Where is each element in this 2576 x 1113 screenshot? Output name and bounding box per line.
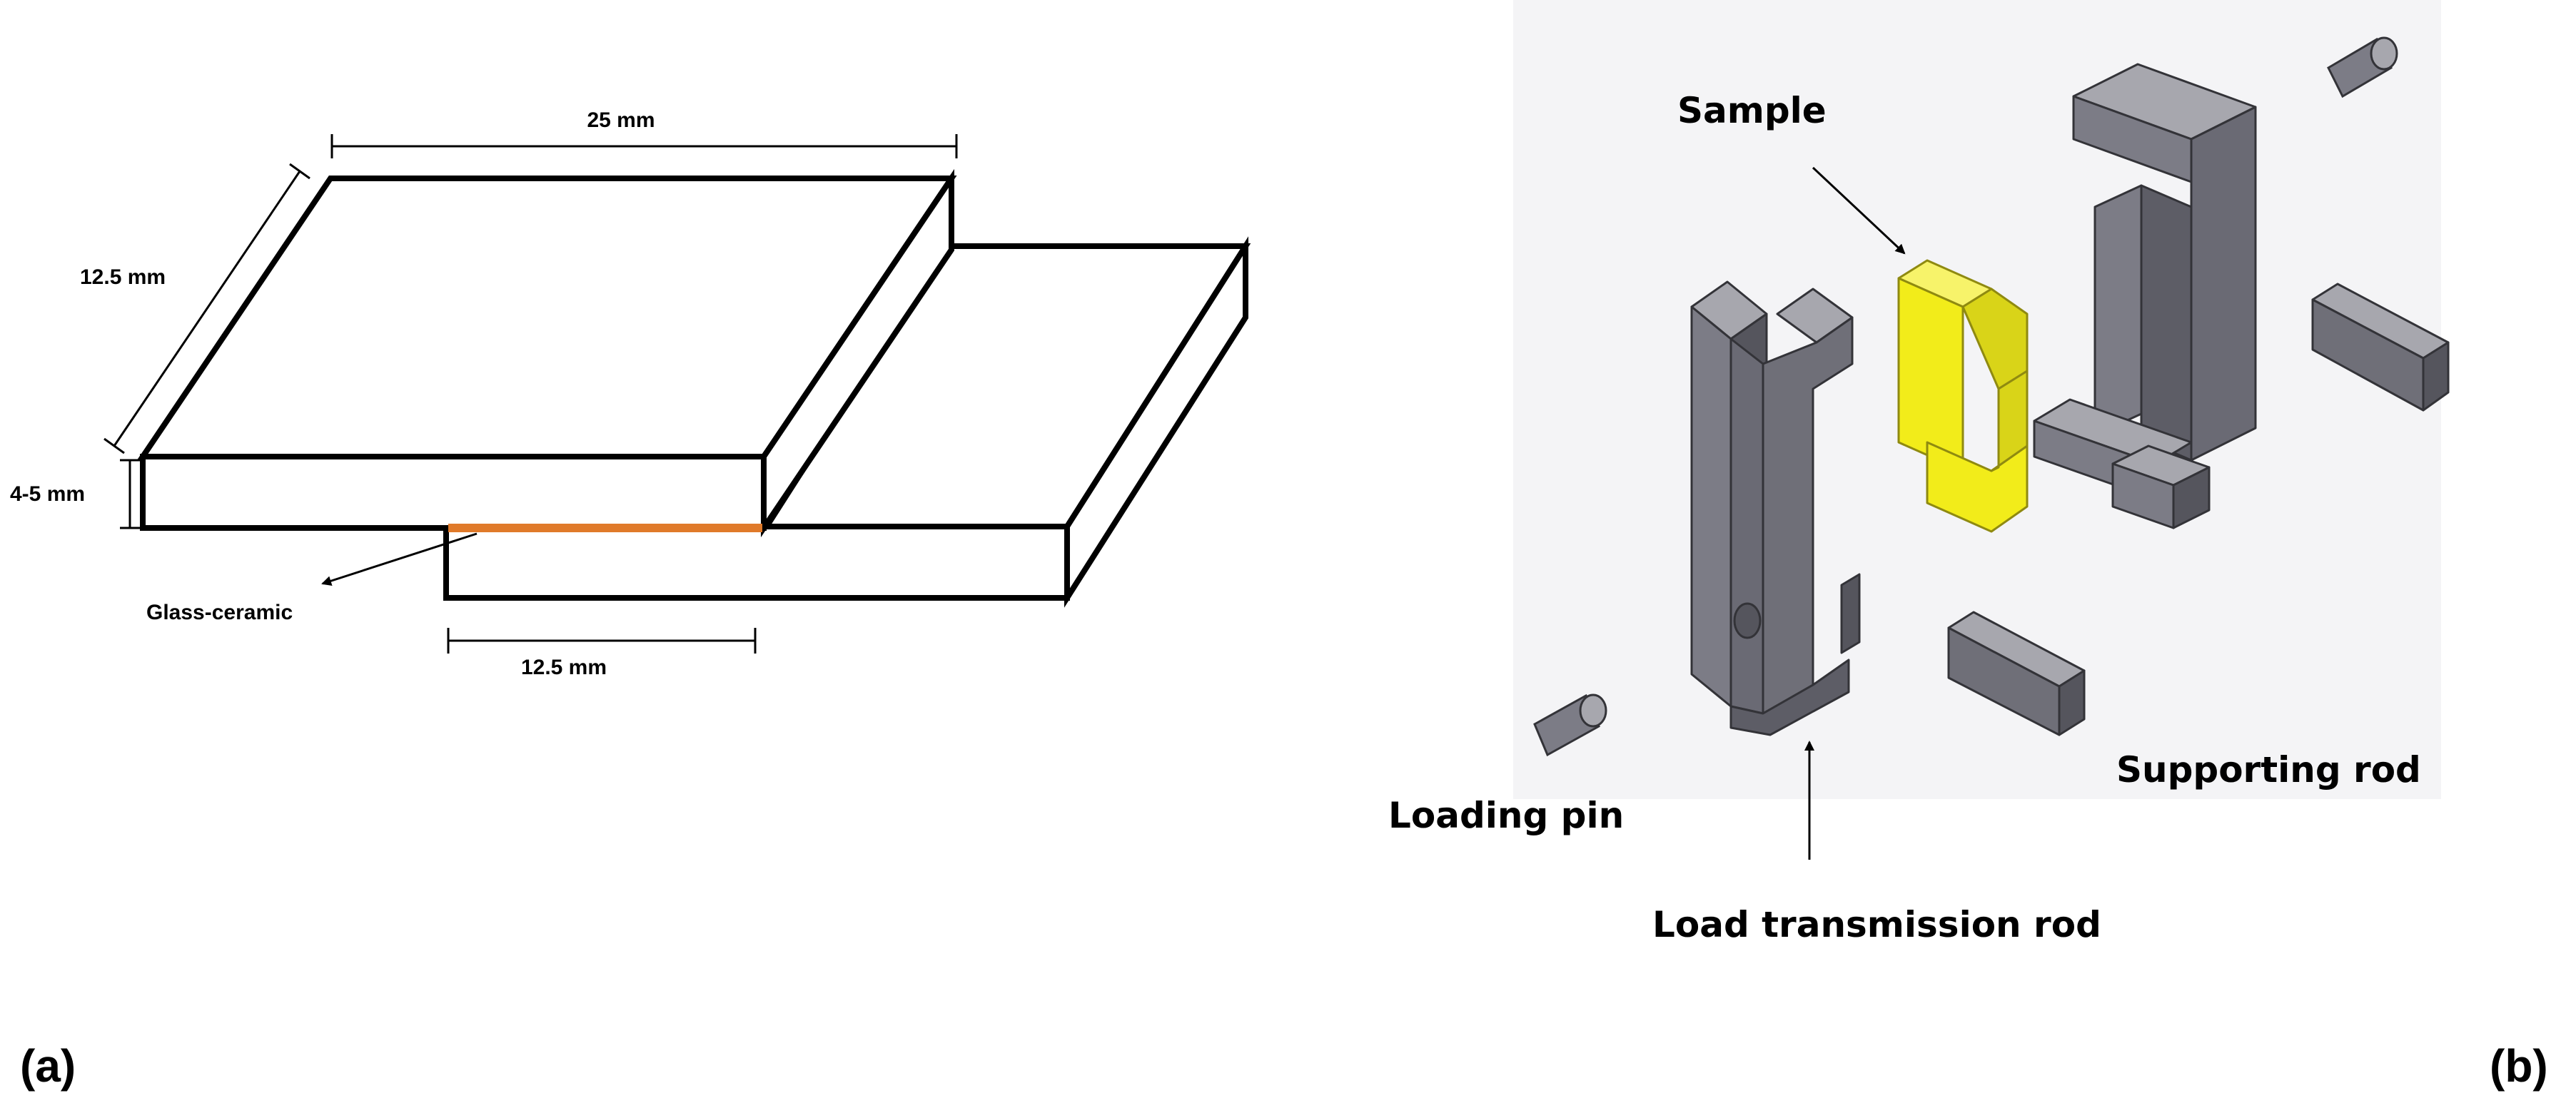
overlap-dimension-label: 12.5 mm — [521, 656, 607, 679]
overlap-dimension — [447, 628, 757, 654]
load-transmission-rod-label: Load transmission rod — [1652, 904, 2101, 945]
joint-leader-arrow — [321, 532, 478, 586]
depth-dimension-label: 12.5 mm — [80, 265, 166, 289]
supporting-rod — [2033, 63, 2257, 529]
sample-label: Sample — [1677, 90, 1827, 131]
panel-a: 25 mm 12.5 mm 4-5 mm 12.5 mm Glass-ceram… — [10, 108, 1251, 1092]
sample-leader-arrow — [1812, 166, 1906, 255]
supporting-rod-label: Supporting rod — [2116, 749, 2421, 791]
thickness-dimension — [120, 459, 140, 529]
joint-label: Glass-ceramic — [146, 601, 293, 624]
load-transmission-rod — [1690, 280, 1861, 736]
width-dimension-label: 25 mm — [587, 108, 655, 132]
loading-pin-top — [2327, 36, 2398, 98]
glass-ceramic-joint — [448, 524, 762, 532]
support-bar-right — [2311, 283, 2450, 412]
depth-dimension — [103, 163, 310, 454]
panel-b-label: (b) — [2490, 1040, 2548, 1092]
thickness-dimension-label: 4-5 mm — [10, 482, 85, 506]
width-dimension — [330, 134, 958, 158]
loading-pin-label: Loading pin — [1388, 795, 1624, 836]
panel-b: Sample Supporting rod Loading pin Load t… — [1388, 0, 2548, 1092]
bottom-plate — [443, 236, 1251, 608]
loading-pin-bottom — [1533, 693, 1607, 757]
support-bar-bottom — [1947, 611, 2086, 736]
top-plate — [137, 168, 957, 538]
sample — [1897, 259, 2029, 533]
panel-a-label: (a) — [20, 1040, 76, 1092]
